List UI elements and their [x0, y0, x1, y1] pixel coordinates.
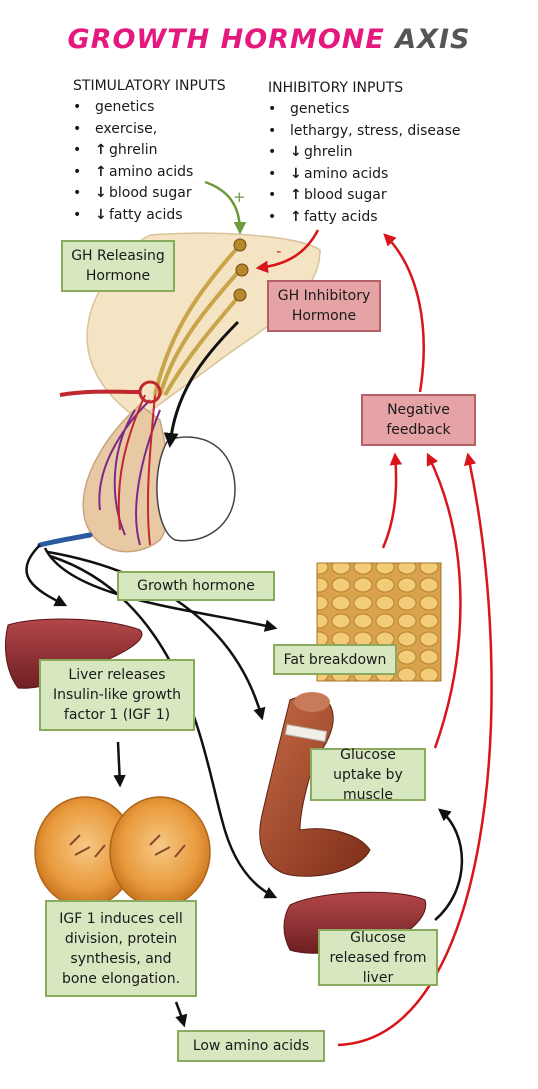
gh-to-liver-arrow: [25, 544, 68, 607]
inhibitory-item: • ↓amino acids: [268, 164, 461, 186]
ghih-box: GH Inhibitory Hormone: [267, 280, 381, 332]
bullet-icon: •: [73, 120, 82, 137]
stimulatory-item-text: amino acids: [109, 163, 194, 180]
stimulatory-item-text: blood sugar: [109, 185, 192, 201]
ghih-to-pituitary-arrow: [163, 320, 240, 448]
gh-to-liver-glucose-arrow: [49, 554, 278, 899]
up-arrow-icon: ↑: [95, 142, 107, 158]
inhibitory-item: • ↓ghrelin: [268, 142, 461, 164]
inhibitory-item-text: amino acids: [304, 165, 389, 182]
bullet-icon: •: [268, 187, 277, 203]
stimulatory-item: • ↑amino acids: [73, 162, 226, 184]
stimulatory-item: • ↓blood sugar: [73, 183, 226, 205]
inhibitory-item-text: lethargy, stress, disease: [290, 122, 461, 139]
bullet-icon: •: [268, 144, 277, 160]
low-amino-acids-box: Low amino acids: [177, 1030, 325, 1062]
stimulatory-list: • genetics • exercise, • ↑ghrelin • ↑amino acid…: [73, 97, 226, 226]
bullet-icon: •: [73, 142, 82, 158]
stimulatory-inputs: STIMULATORY INPUTS • genetics • exercise, • ↑…: [73, 78, 226, 226]
bullet-icon: •: [268, 165, 277, 182]
inhibitory-item: • ↑fatty acids: [268, 207, 461, 229]
growth-hormone-box: Growth hormone: [117, 571, 275, 601]
feedback-to-inhibitory-arrow: [383, 233, 425, 393]
title-axis: AXIS: [395, 24, 471, 55]
inhibitory-item: • genetics: [268, 99, 461, 121]
inhibitory-list: • genetics • lethargy, stress, disease • ↓ghr…: [268, 99, 461, 228]
inhibitory-item-text: genetics: [290, 101, 350, 117]
ghrh-box: GH Releasing Hormone: [61, 240, 175, 292]
minus-sign: -: [276, 242, 281, 260]
negative-feedback-box: Negative feedback: [361, 394, 476, 446]
plus-sign: +: [233, 188, 246, 206]
stimulatory-item: • ↑ghrelin: [73, 140, 226, 162]
fat-breakdown-box: Fat breakdown: [273, 644, 397, 675]
amino-feedback-arrow: [337, 452, 493, 1047]
glucose-uptake-box: Glucose uptake by muscle: [310, 747, 426, 803]
up-arrow-icon: ↑: [290, 208, 302, 225]
igf-to-cell-arrow: [113, 741, 126, 788]
down-arrow-icon: ↓: [95, 206, 107, 223]
bullet-icon: •: [268, 101, 277, 117]
fat-feedback-arrow: [381, 452, 403, 549]
liver-to-glucose-uptake-arrow: [434, 808, 464, 921]
inhibitory-item: • ↑blood sugar: [268, 185, 461, 207]
inhibitory-inputs: INHIBITORY INPUTS • genetics • lethargy, st…: [268, 80, 461, 228]
diagram-title: GROWTH HORMONE AXIS: [0, 24, 538, 55]
stimulatory-heading: STIMULATORY INPUTS: [73, 78, 226, 94]
up-arrow-icon: ↑: [95, 163, 107, 180]
bullet-icon: •: [268, 122, 277, 139]
liver-igf-box: Liver releases Insulin-like growth facto…: [39, 659, 195, 731]
cell-to-low-amino-arrow: [174, 1001, 188, 1028]
stimulatory-arrow: [204, 180, 247, 235]
inhibitory-item: • lethargy, stress, disease: [268, 121, 461, 143]
stimulatory-item: • exercise,: [73, 119, 226, 141]
bullet-icon: •: [73, 206, 82, 223]
down-arrow-icon: ↓: [95, 185, 107, 201]
bullet-icon: •: [73, 185, 82, 201]
bullet-icon: •: [73, 99, 82, 115]
bullet-icon: •: [73, 163, 82, 180]
stimulatory-item-text: ghrelin: [109, 142, 158, 158]
inhibitory-arrow: [255, 229, 320, 274]
inhibitory-item-text: ghrelin: [304, 144, 353, 160]
glucose-feedback-arrow: [426, 452, 462, 749]
title-main: GROWTH HORMONE: [67, 24, 385, 55]
up-arrow-icon: ↑: [290, 187, 302, 203]
stimulatory-item-text: exercise,: [95, 120, 158, 137]
bullet-icon: •: [268, 208, 277, 225]
inhibitory-item-text: blood sugar: [304, 187, 387, 203]
stimulatory-item: • ↓fatty acids: [73, 205, 226, 227]
gh-to-muscle-arrow: [47, 550, 266, 721]
muscle-arm-illustration: [259, 692, 371, 877]
stimulatory-item: • genetics: [73, 97, 226, 119]
stimulatory-item-text: fatty acids: [109, 206, 183, 223]
glucose-released-box: Glucose released from liver: [318, 929, 438, 986]
down-arrow-icon: ↓: [290, 165, 302, 182]
stimulatory-item-text: genetics: [95, 99, 155, 115]
igf-effects-box: IGF 1 induces cell division, protein syn…: [45, 900, 197, 997]
inhibitory-heading: INHIBITORY INPUTS: [268, 80, 404, 96]
down-arrow-icon: ↓: [290, 144, 302, 160]
inhibitory-item-text: fatty acids: [304, 208, 378, 225]
dividing-cell-illustration: [34, 796, 211, 908]
